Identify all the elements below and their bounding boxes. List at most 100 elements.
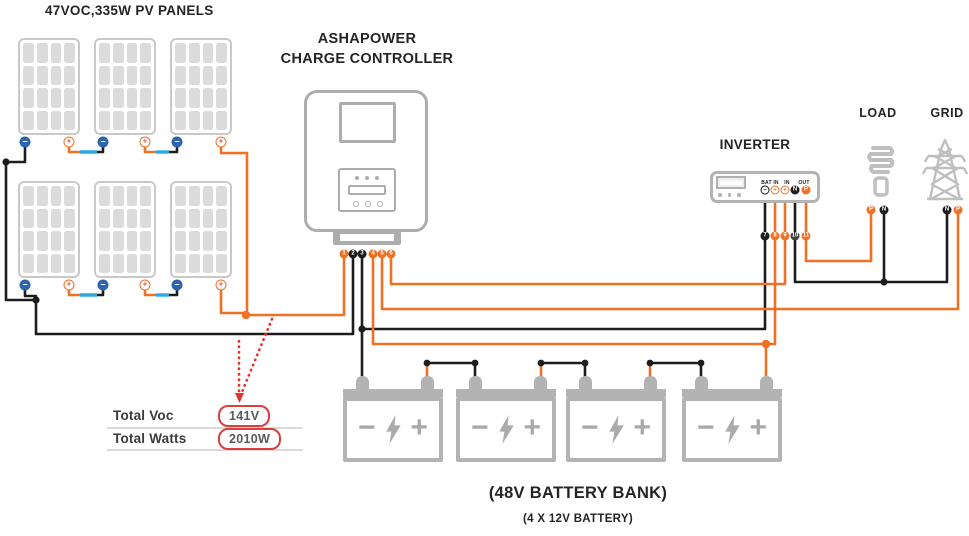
battery: − + xyxy=(682,376,782,462)
pv-cells xyxy=(99,186,151,273)
inverter-port-label-batin: BAT IN xyxy=(761,180,779,186)
battery-positive-post xyxy=(420,376,434,391)
battery-minus-symbol: − xyxy=(696,410,715,444)
arrowhead-icon xyxy=(235,393,244,403)
battery-positive-post xyxy=(533,376,547,391)
pv-array-title: 47VOC,335W PV PANELS xyxy=(45,3,214,18)
pv-panel xyxy=(94,38,156,135)
wire-number-10: 10 xyxy=(790,231,800,241)
pv-minus-terminal: − xyxy=(171,279,183,291)
pv-cells xyxy=(175,43,227,130)
charge-controller-title-line2: CHARGE CONTROLLER xyxy=(280,51,454,67)
pv-plus-terminal: + xyxy=(215,279,227,291)
load-phase-terminal: P xyxy=(866,205,876,215)
positive-wires xyxy=(67,147,960,390)
controller-terminal-1: 1 xyxy=(339,249,349,259)
battery-top-bar xyxy=(566,389,666,397)
total-voc-value: 141V xyxy=(218,405,271,427)
charge-controller-title-line1: ASHAPOWER xyxy=(317,31,417,47)
load-neutral-terminal: N xyxy=(879,205,889,215)
wire-number-9: 9 xyxy=(780,231,790,241)
inverter-display xyxy=(716,176,746,189)
battery-top-bar xyxy=(456,389,556,397)
pv-panel xyxy=(94,181,156,278)
battery-label-face: − + xyxy=(566,397,666,462)
charge-controller-port xyxy=(348,185,386,195)
controller-terminal-6: 6 xyxy=(386,249,396,259)
battery-plus-symbol: + xyxy=(523,410,542,444)
pv-cells xyxy=(175,186,227,273)
grid-phase-terminal: P xyxy=(953,205,963,215)
pv-cells xyxy=(23,43,75,130)
pv-plus-terminal: + xyxy=(139,136,151,148)
pv-minus-terminal: − xyxy=(97,136,109,148)
controller-terminal-2: 2 xyxy=(348,249,358,259)
lightning-bolt-icon xyxy=(724,415,740,444)
wire-number-11: 11 xyxy=(801,231,811,241)
battery-plus-symbol: + xyxy=(749,410,768,444)
inverter-title: INVERTER xyxy=(719,137,791,152)
total-watts-label: Total Watts xyxy=(113,431,187,446)
battery: − + xyxy=(566,376,666,462)
battery: − + xyxy=(343,376,443,462)
pv-minus-terminal: − xyxy=(19,279,31,291)
voltage-callout-arrows xyxy=(237,317,274,397)
battery-minus-symbol: − xyxy=(580,410,599,444)
cfl-bulb-icon xyxy=(867,146,895,197)
battery-config-label: (4 X 12V BATTERY) xyxy=(523,513,633,525)
inverter-bat-minus-terminal: − xyxy=(760,185,770,195)
total-watts-value: 2010W xyxy=(218,428,282,450)
inverter-neutral-terminal: N xyxy=(790,185,800,195)
pv-plus-terminal: + xyxy=(63,136,75,148)
battery-minus-symbol: − xyxy=(357,410,376,444)
inverter-out-terminal: P xyxy=(801,185,811,195)
lightning-bolt-icon xyxy=(498,415,514,444)
charge-controller-title: ASHAPOWER CHARGE CONTROLLER xyxy=(267,29,467,69)
battery-negative-post xyxy=(468,376,482,391)
battery-negative-post xyxy=(694,376,708,391)
transmission-tower-icon xyxy=(921,138,969,201)
controller-terminal-3: 3 xyxy=(357,249,367,259)
battery-label-face: − + xyxy=(343,397,443,462)
series-jumper-wires xyxy=(80,150,169,297)
battery-bank-label: (48V BATTERY BANK) xyxy=(488,484,668,502)
grid-neutral-terminal: N xyxy=(942,205,952,215)
inverter-ac-in-terminal: + xyxy=(780,185,790,195)
battery: − + xyxy=(456,376,556,462)
pv-plus-terminal: + xyxy=(63,279,75,291)
battery-label-face: − + xyxy=(682,397,782,462)
inverter-port-label-in: IN xyxy=(784,180,790,186)
wire-number-7: 7 xyxy=(760,231,770,241)
total-voc-label: Total Voc xyxy=(113,408,174,423)
keypad-buttons xyxy=(353,201,383,207)
battery-minus-symbol: − xyxy=(470,410,489,444)
pv-cells xyxy=(99,43,151,130)
battery-top-bar xyxy=(682,389,782,397)
battery-top-bar xyxy=(343,389,443,397)
battery-negative-post xyxy=(355,376,369,391)
inverter-bat-plus-terminal: + xyxy=(770,185,780,195)
pv-panel xyxy=(18,181,80,278)
battery-label-face: − + xyxy=(456,397,556,462)
controller-terminal-4: 4 xyxy=(368,249,378,259)
junction-dots xyxy=(2,158,888,367)
pv-plus-terminal: + xyxy=(139,279,151,291)
battery-negative-post xyxy=(578,376,592,391)
lightning-bolt-icon xyxy=(385,415,401,444)
pv-panel xyxy=(18,38,80,135)
wire-number-8: 8 xyxy=(770,231,780,241)
table-divider xyxy=(107,449,303,451)
load-title: LOAD xyxy=(859,106,897,120)
battery-positive-post xyxy=(759,376,773,391)
grid-title: GRID xyxy=(930,106,964,120)
pv-panel xyxy=(170,181,232,278)
pv-panel xyxy=(170,38,232,135)
charge-controller-terminal-block xyxy=(333,230,401,245)
pv-minus-terminal: − xyxy=(97,279,109,291)
battery-plus-symbol: + xyxy=(410,410,429,444)
indicator-leds xyxy=(355,176,379,180)
charge-controller-display xyxy=(339,102,396,143)
inverter-leds xyxy=(718,193,741,197)
pv-minus-terminal: − xyxy=(171,136,183,148)
